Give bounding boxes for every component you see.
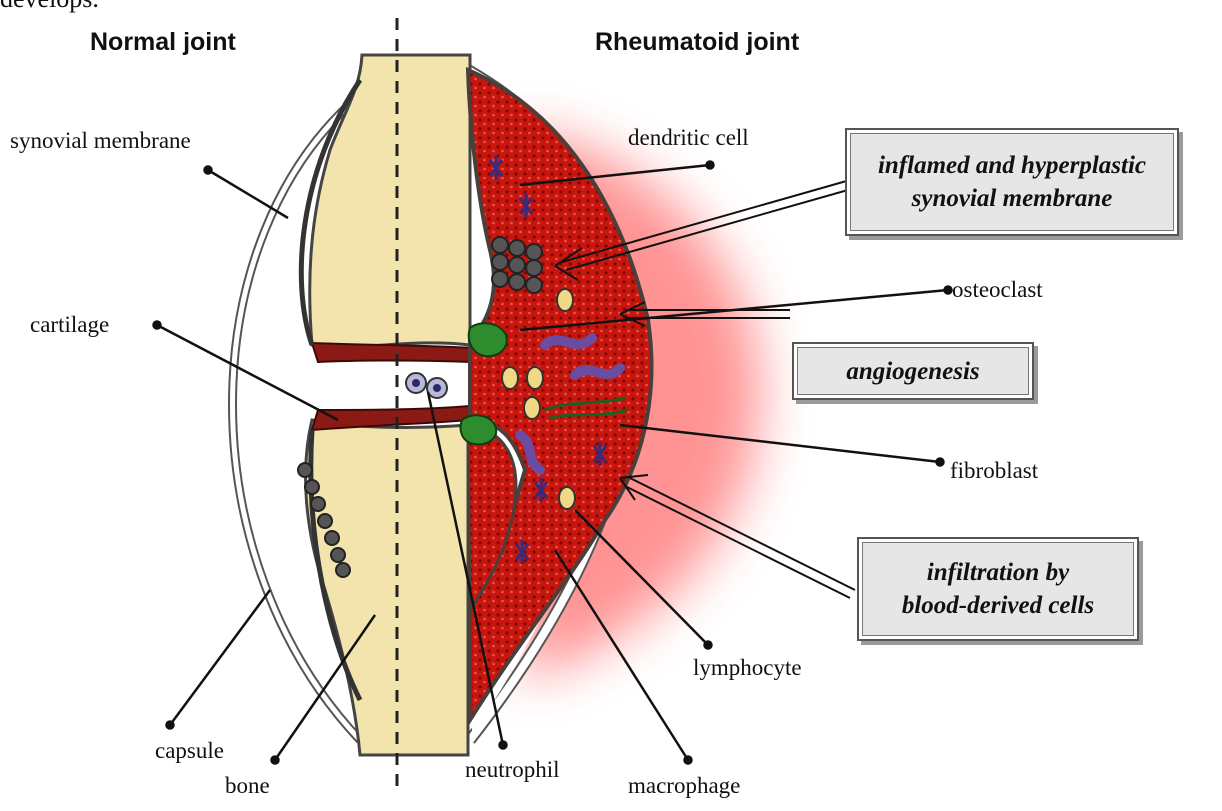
label-capsule: capsule	[155, 738, 224, 764]
lymphoid-aggregate	[492, 237, 542, 293]
label-osteoclast: osteoclast	[952, 277, 1043, 303]
callout-inflamed-line-1: inflamed and hyperplastic	[878, 149, 1146, 182]
callout-inflamed-synovium: inflamed and hyperplastic synovial membr…	[845, 128, 1179, 236]
callout-infiltration: infiltration by blood-derived cells	[857, 537, 1139, 641]
cartilage-upper	[312, 343, 472, 362]
blood-vessel	[575, 368, 620, 375]
blood-vessel	[545, 338, 592, 345]
rheumatoid-joint-title: Rheumatoid joint	[595, 28, 799, 57]
callout-infiltration-line-2: blood-derived cells	[902, 589, 1094, 622]
label-bone: bone	[225, 773, 270, 799]
label-dendritic-cell: dendritic cell	[628, 125, 749, 151]
callout-infiltration-line-1: infiltration by	[927, 556, 1069, 589]
label-fibroblast: fibroblast	[950, 458, 1038, 484]
callout-angiogenesis-text: angiogenesis	[846, 355, 979, 388]
callout-angiogenesis: angiogenesis	[792, 342, 1034, 400]
label-lymphocyte: lymphocyte	[693, 655, 802, 681]
osteoclast-cell	[461, 415, 497, 444]
label-macrophage: macrophage	[628, 773, 740, 799]
label-neutrophil: neutrophil	[465, 757, 560, 783]
neutrophil-cells	[406, 373, 447, 398]
callout-inflamed-line-2: synovial membrane	[912, 182, 1113, 215]
osteoclast-cell	[469, 323, 507, 356]
label-cartilage: cartilage	[30, 312, 109, 338]
bone-upper	[310, 55, 470, 348]
normal-joint-title: Normal joint	[90, 28, 236, 57]
label-synovial-membrane: synovial membrane	[10, 128, 191, 154]
